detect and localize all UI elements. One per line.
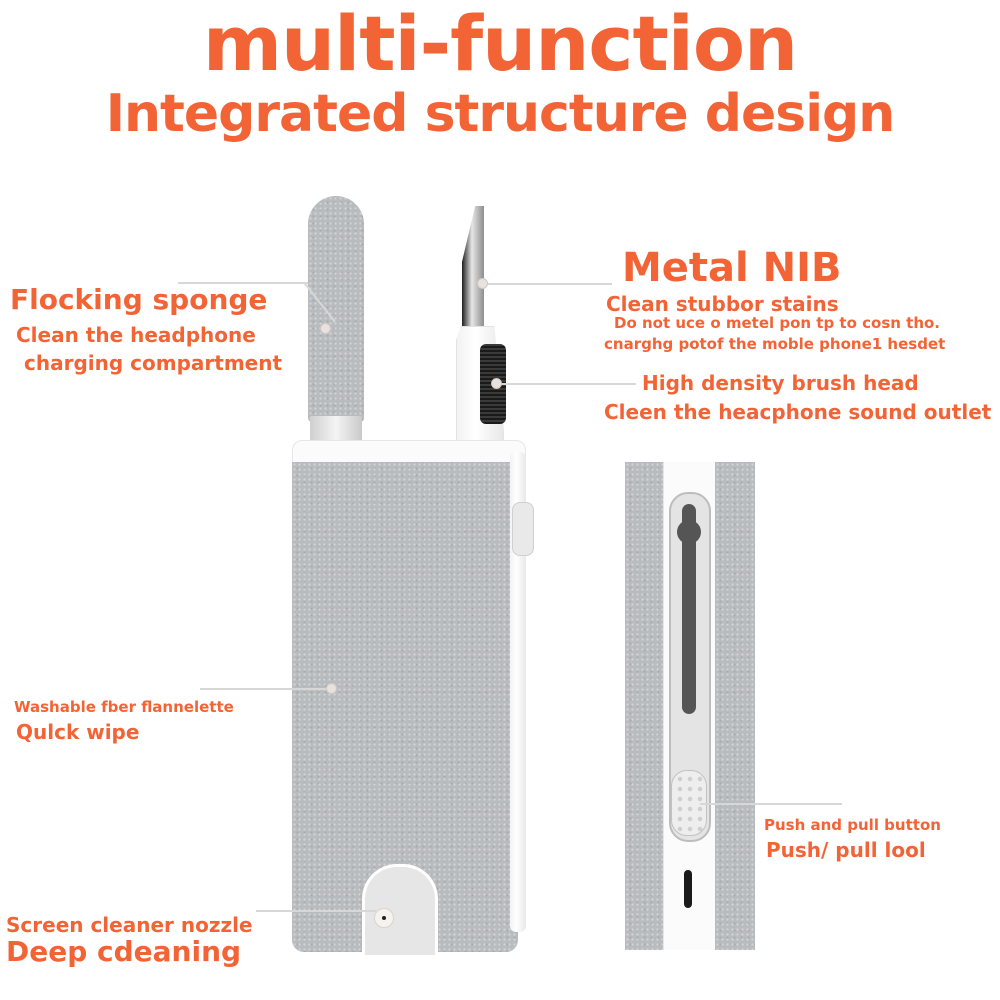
leader-flannelette bbox=[200, 688, 330, 690]
side-felt-left bbox=[625, 462, 663, 950]
callout-brush-head-line1: Cleen the heacphone sound outlet bbox=[604, 400, 992, 424]
charging-slot-icon bbox=[684, 870, 692, 908]
dot-flannelette bbox=[326, 683, 337, 694]
page-title: multi-function bbox=[202, 0, 798, 88]
product-front-view bbox=[270, 190, 550, 960]
dot-brush bbox=[491, 378, 502, 389]
leader-pushpull bbox=[700, 803, 842, 805]
spray-nozzle-icon[interactable] bbox=[374, 908, 394, 928]
leader-nib bbox=[482, 283, 612, 285]
tool-shaft bbox=[682, 504, 696, 714]
tool-shaft-knob bbox=[677, 520, 701, 544]
side-rail bbox=[510, 452, 526, 932]
dot-sponge bbox=[320, 323, 331, 334]
nozzle-cutout bbox=[362, 864, 438, 955]
callout-flannelette-line1: Qulck wipe bbox=[16, 720, 140, 744]
slider-button-icon[interactable] bbox=[671, 770, 707, 836]
side-felt-right bbox=[715, 462, 755, 950]
callout-metal-nib-line1: Clean stubbor stains bbox=[606, 292, 839, 316]
metal-nib-icon bbox=[462, 206, 484, 330]
callout-push-pull-line1: Push/ pull lool bbox=[766, 838, 926, 862]
callout-metal-nib-line3: cnarghg potof the moble phone1 hesdet bbox=[604, 335, 946, 353]
callout-flannelette-heading: Washable fber flannelette bbox=[14, 698, 234, 716]
callout-flocking-sponge-line2: charging compartment bbox=[24, 351, 283, 375]
leader-brush bbox=[496, 383, 636, 385]
callout-brush-head-heading: High density brush head bbox=[642, 371, 919, 395]
callout-push-pull-heading: Push and pull button bbox=[764, 816, 941, 834]
leader-sponge bbox=[178, 282, 308, 284]
callout-nozzle-line1: Deep cdeaning bbox=[6, 935, 242, 968]
flocking-sponge-tip-icon bbox=[308, 196, 364, 422]
side-slider-button[interactable] bbox=[512, 502, 534, 556]
callout-flocking-sponge-heading: Flocking sponge bbox=[10, 283, 268, 316]
product-side-view bbox=[625, 462, 755, 950]
callout-flocking-sponge-line1: Clean the headphone bbox=[16, 323, 256, 347]
page-subtitle: Integrated structure design bbox=[105, 84, 896, 144]
callout-metal-nib-line2: Do not uce o metel pon tp to cosn tho. bbox=[614, 314, 941, 332]
dot-nib bbox=[477, 278, 488, 289]
leader-nozzle bbox=[256, 910, 376, 912]
callout-nozzle-heading: Screen cleaner nozzle bbox=[6, 913, 253, 937]
callout-metal-nib-heading: Metal NIB bbox=[622, 245, 842, 291]
